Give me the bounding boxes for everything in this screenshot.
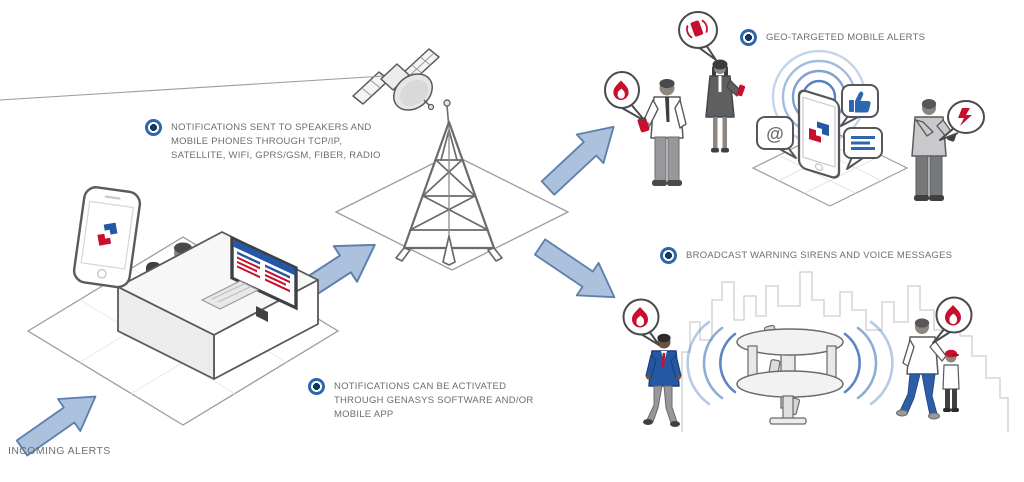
tower-to-siren-arrow bbox=[528, 229, 627, 315]
message-bubble bbox=[843, 127, 883, 170]
bystander-man-back bbox=[911, 99, 958, 201]
walking-man bbox=[643, 333, 682, 427]
operator-desk-scene bbox=[117, 231, 319, 380]
desktop-monitor bbox=[230, 235, 298, 322]
target-circle-icon bbox=[308, 378, 325, 395]
pedestrian-man-phone bbox=[637, 78, 687, 186]
alert-bubble-man bbox=[604, 71, 646, 122]
note-activation: NOTIFICATIONS CAN BE ACTIVATED THROUGH G… bbox=[308, 378, 553, 421]
radio-tower bbox=[395, 99, 503, 266]
thumbs-up-icon bbox=[849, 91, 871, 113]
phone-alert-icon bbox=[686, 19, 708, 39]
at-bubble: @ bbox=[756, 116, 797, 159]
message-lines-icon bbox=[851, 136, 875, 150]
target-circle-icon bbox=[740, 29, 757, 46]
note-geo-targeted: GEO-TARGETED MOBILE ALERTS bbox=[740, 29, 926, 46]
alert-bubble-family bbox=[932, 296, 973, 344]
target-circle-icon bbox=[145, 119, 162, 136]
alert-bubble-woman bbox=[678, 11, 718, 61]
note-text: GEO-TARGETED MOBILE ALERTS bbox=[766, 32, 926, 43]
city-skyline bbox=[681, 271, 1009, 432]
alert-bubble-bystander bbox=[939, 100, 985, 141]
keyboard bbox=[200, 280, 260, 310]
operator-phone bbox=[72, 186, 142, 289]
note-text: NOTIFICATIONS SENT TO SPEAKERS AND MOBIL… bbox=[171, 122, 381, 161]
broadcast-phone-group: @ bbox=[756, 49, 883, 179]
note-broadcast: BROADCAST WARNING SIRENS AND VOICE MESSA… bbox=[660, 247, 953, 264]
tower-to-mobile-arrow bbox=[533, 111, 628, 204]
child bbox=[942, 349, 960, 412]
incoming-alerts-label: INCOMING ALERTS bbox=[8, 445, 111, 457]
alert-bubble-walking-man bbox=[622, 298, 660, 346]
thumbs-up-bubble bbox=[840, 84, 879, 127]
note-send-methods: NOTIFICATIONS SENT TO SPEAKERS AND MOBIL… bbox=[145, 119, 397, 162]
warning-siren bbox=[686, 320, 894, 425]
note-text: NOTIFICATIONS CAN BE ACTIVATED THROUGH G… bbox=[334, 381, 534, 420]
siren-sound-waves bbox=[686, 320, 894, 406]
father-and-child bbox=[896, 318, 960, 420]
broadcast-phone bbox=[797, 89, 841, 179]
pedestrian-woman-phone bbox=[705, 59, 746, 153]
lightning-icon bbox=[958, 108, 972, 126]
target-circle-icon bbox=[660, 247, 677, 264]
at-sign-icon: @ bbox=[766, 124, 784, 144]
satellite bbox=[0, 48, 440, 111]
note-text: BROADCAST WARNING SIRENS AND VOICE MESSA… bbox=[686, 250, 953, 261]
